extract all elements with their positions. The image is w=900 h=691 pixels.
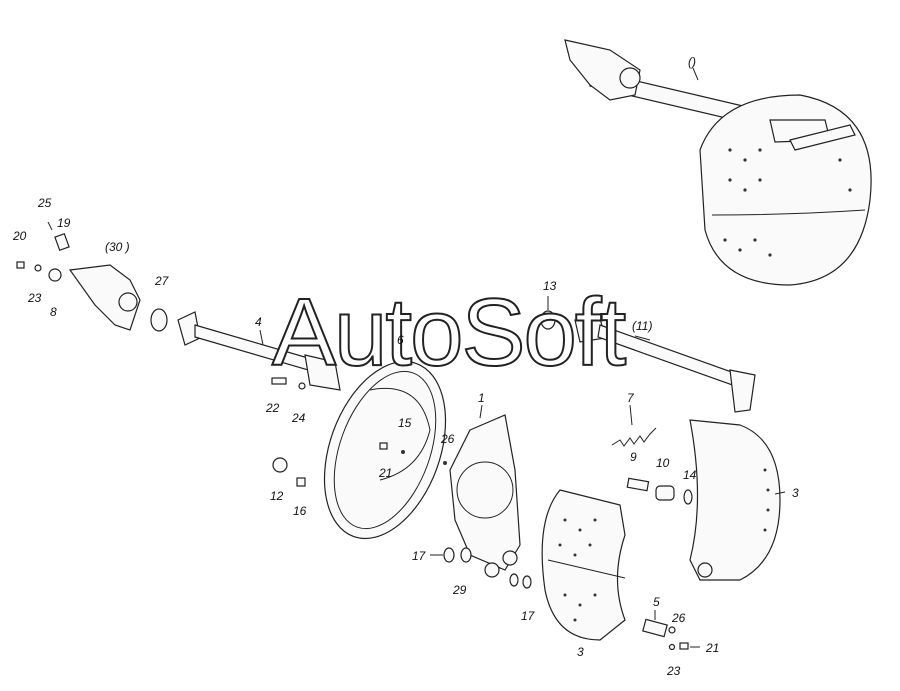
- label-21a: 21: [378, 466, 392, 480]
- label-27: 27: [154, 274, 170, 288]
- label-15: 15: [398, 416, 412, 430]
- leader-lines: [259, 67, 786, 648]
- label-14: 14: [683, 468, 697, 482]
- label-3a: 3: [577, 645, 584, 659]
- label-16: 16: [293, 504, 307, 518]
- label-23a: 23: [27, 291, 42, 305]
- label-7: 7: [627, 391, 635, 405]
- label-6: 6: [397, 333, 404, 347]
- label-8: 8: [50, 305, 57, 319]
- top-brake-assembly: [564, 39, 872, 286]
- watermark: AutoSoft: [272, 279, 626, 386]
- camshaft-tube: [177, 311, 341, 487]
- label-1: 1: [478, 391, 485, 405]
- label-17b: 17: [521, 609, 536, 623]
- label-25: 25: [37, 196, 52, 210]
- label-13: 13: [543, 279, 557, 293]
- label-4: 4: [255, 315, 262, 329]
- label-11: (11): [632, 319, 652, 333]
- label-12: 12: [270, 489, 284, 503]
- part-labels: () 25 19 20 (30 ) 27 23 8 4 6 13 (11) 1 …: [12, 55, 799, 678]
- label-20: 20: [12, 229, 27, 243]
- expander-shaft: [540, 310, 756, 413]
- label-22: 22: [265, 401, 280, 415]
- pins-and-rollers: [379, 442, 693, 651]
- dust-shield: [323, 360, 447, 540]
- label-30: (30 ): [105, 240, 130, 254]
- label-19: 19: [57, 216, 71, 230]
- label-26b: 26: [671, 611, 686, 625]
- brake-spider: [443, 414, 532, 589]
- label-26a: 26: [440, 432, 455, 446]
- brake-shoe-front: [541, 489, 626, 641]
- label-9: 9: [630, 450, 637, 464]
- label-23b: 23: [666, 664, 681, 678]
- label-3b: 3: [792, 486, 799, 500]
- brake-shoe-rear: [689, 419, 781, 581]
- label-5: 5: [653, 595, 660, 609]
- return-spring: [611, 427, 657, 447]
- slack-adjuster-parts: [16, 221, 168, 332]
- label-21b: 21: [705, 641, 719, 655]
- label-17a: 17: [412, 549, 427, 563]
- label-29: 29: [452, 583, 467, 597]
- label-10: 10: [656, 456, 670, 470]
- label-top-assembly: (): [688, 55, 696, 69]
- label-24: 24: [291, 411, 306, 425]
